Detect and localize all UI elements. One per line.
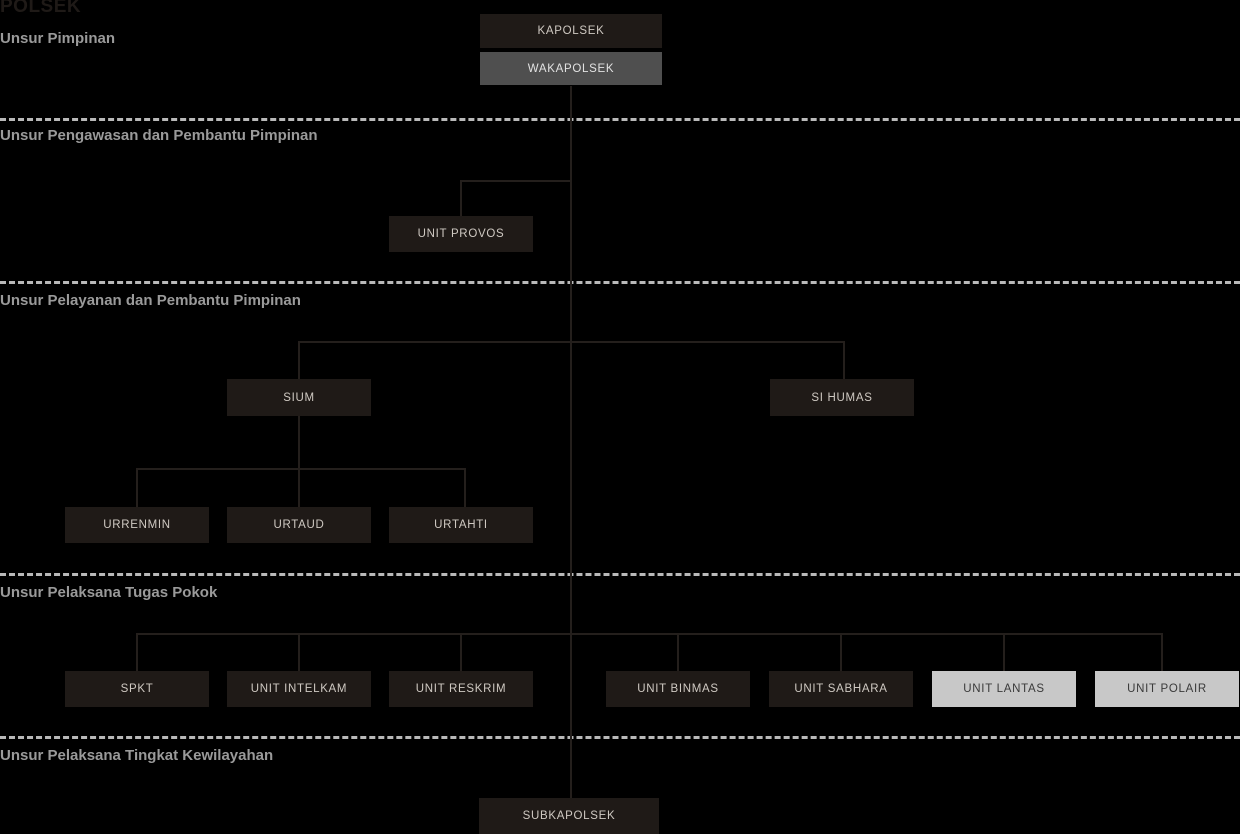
node-wakapolsek[interactable]: WAKAPOLSEK <box>480 52 662 85</box>
node-unit-lantas[interactable]: UNIT LANTAS <box>932 671 1076 707</box>
connector-sabhara-drop <box>840 633 842 671</box>
section-label-unsur-pelaksana: Unsur Pelaksana Tugas Pokok <box>0 584 218 601</box>
connector-spine-to-subkapolsek <box>570 633 572 815</box>
section-divider-pelayanan <box>0 281 1240 284</box>
connector-pelayanan-horizontal <box>299 341 845 343</box>
section-label-unsur-kewilayahan: Unsur Pelaksana Tingkat Kewilayahan <box>0 747 274 764</box>
connector-urtahti-drop <box>464 468 466 507</box>
node-subkapolsek[interactable]: SUBKAPOLSEK <box>479 798 659 834</box>
node-sium[interactable]: SIUM <box>227 379 371 416</box>
connector-intelkam-drop <box>298 633 300 671</box>
connector-sihumas-drop <box>843 341 845 379</box>
node-kapolsek[interactable]: KAPOLSEK <box>480 14 662 48</box>
connector-lantas-drop <box>1003 633 1005 671</box>
connector-sium-drop <box>298 341 300 379</box>
node-unit-sabhara[interactable]: UNIT SABHARA <box>769 671 913 707</box>
connector-spkt-drop <box>136 633 138 671</box>
node-unit-polair[interactable]: UNIT POLAIR <box>1095 671 1239 707</box>
node-unit-reskrim[interactable]: UNIT RESKRIM <box>389 671 533 707</box>
connector-polair-drop <box>1161 633 1163 671</box>
node-urtaud[interactable]: URTAUD <box>227 507 371 543</box>
connector-pelaksana-horizontal <box>137 633 1163 635</box>
connector-sium-children-horizontal <box>137 468 466 470</box>
connector-sium-stem <box>298 415 300 507</box>
section-label-unsur-pengawasan: Unsur Pengawasan dan Pembantu Pimpinan <box>0 127 318 144</box>
connector-main-spine <box>570 86 572 634</box>
connector-urrenmin-drop <box>136 468 138 507</box>
node-unit-provos[interactable]: UNIT PROVOS <box>389 216 533 252</box>
connector-provos-vertical <box>460 180 462 216</box>
node-si-humas[interactable]: SI HUMAS <box>770 379 914 416</box>
section-label-unsur-pimpinan: Unsur Pimpinan <box>0 30 116 47</box>
node-unit-intelkam[interactable]: UNIT INTELKAM <box>227 671 371 707</box>
node-urrenmin[interactable]: URRENMIN <box>65 507 209 543</box>
section-divider-kewilayahan <box>0 736 1240 739</box>
connector-provos-horizontal <box>460 180 572 182</box>
node-spkt[interactable]: SPKT <box>65 671 209 707</box>
node-urtahti[interactable]: URTAHTI <box>389 507 533 543</box>
section-label-unsur-pelayanan: Unsur Pelayanan dan Pembantu Pimpinan <box>0 292 301 309</box>
section-divider-pelaksana <box>0 573 1240 576</box>
connector-reskrim-drop <box>460 633 462 671</box>
connector-binmas-drop <box>677 633 679 671</box>
page-title: POLSEK <box>0 0 82 17</box>
node-unit-binmas[interactable]: UNIT BINMAS <box>606 671 750 707</box>
section-divider-pengawasan <box>0 118 1240 121</box>
